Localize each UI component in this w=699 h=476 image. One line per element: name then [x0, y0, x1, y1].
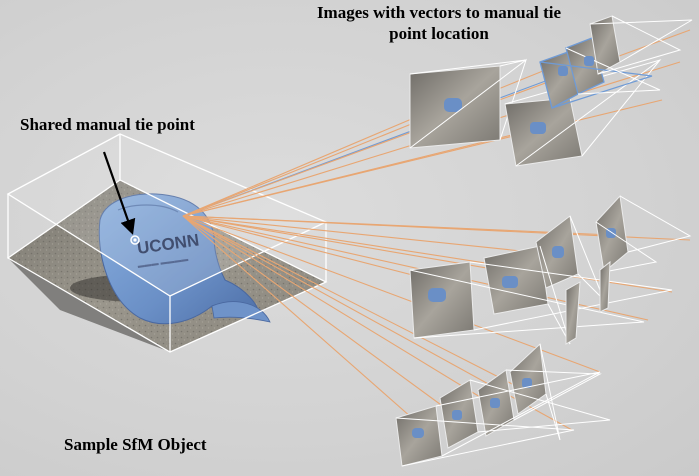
- tie-point-marker: [102, 151, 140, 245]
- label-sample-object: Sample SfM Object: [64, 435, 207, 454]
- camera-group-top: [409, 15, 693, 167]
- blue-cap: UCONN ▬▬▬ ▬▬▬▬: [70, 193, 271, 325]
- label-images-with-vectors: Images with vectors to manual tie point …: [316, 3, 562, 43]
- tie-point-rays: [182, 29, 691, 431]
- camera-group-bottom: [395, 342, 611, 467]
- label-shared-tie-point: Shared manual tie point: [20, 115, 195, 134]
- camera-group-middle: [409, 194, 692, 345]
